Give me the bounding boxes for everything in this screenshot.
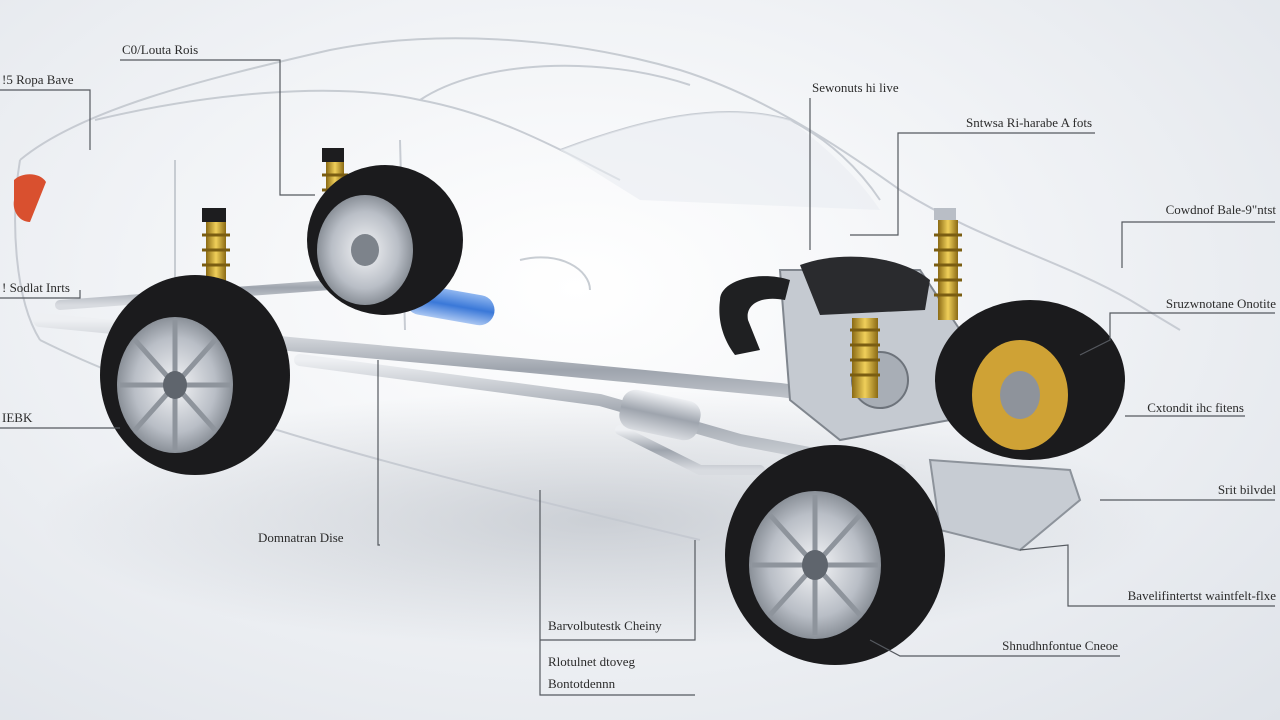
label-top-left-b: !5 Ropa Bave — [2, 72, 74, 87]
front-far-wheel — [935, 300, 1125, 460]
label-right-4: Cxtondit ihc fitens — [1147, 400, 1244, 415]
rear-right-shock — [202, 208, 230, 282]
label-right-6: Bavelifintertst waintfelt-flxe — [1128, 588, 1277, 603]
rear-near-wheel — [100, 275, 290, 475]
label-bottom-center: Domnatran Dise — [258, 530, 344, 545]
front-near-wheel — [725, 445, 945, 665]
label-left-low: IEBK — [2, 410, 33, 425]
label-top-center: Sewonuts hi live — [812, 80, 899, 95]
windshield — [560, 111, 880, 210]
label-left-mid: ! Sodlat Inrts — [2, 280, 70, 295]
label-right-5: Srit bilvdel — [1218, 482, 1277, 497]
leader-lines — [0, 59, 1275, 696]
label-bottom-right: Shnudhnfontue Cneoe — [1002, 638, 1118, 653]
label-right-3: Sruzwnotane Onotite — [1166, 296, 1276, 311]
front-left-shock — [934, 208, 962, 320]
label-bottom-mid-2b: Bontotdennn — [548, 676, 616, 691]
label-top-left-a: C0/Louta Rois — [122, 42, 198, 57]
label-right-2: Cowdnof Bale-9"ntst — [1166, 202, 1277, 217]
taillight — [13, 174, 47, 222]
label-bottom-mid-2a: Rlotulnet dtoveg — [548, 654, 636, 669]
label-bottom-mid-1: Barvolbutestk Cheiny — [548, 618, 662, 633]
front-right-shock — [850, 318, 880, 398]
rear-far-wheel — [307, 165, 463, 315]
label-right-1: Sntwsa Ri-harabe A fots — [966, 115, 1092, 130]
